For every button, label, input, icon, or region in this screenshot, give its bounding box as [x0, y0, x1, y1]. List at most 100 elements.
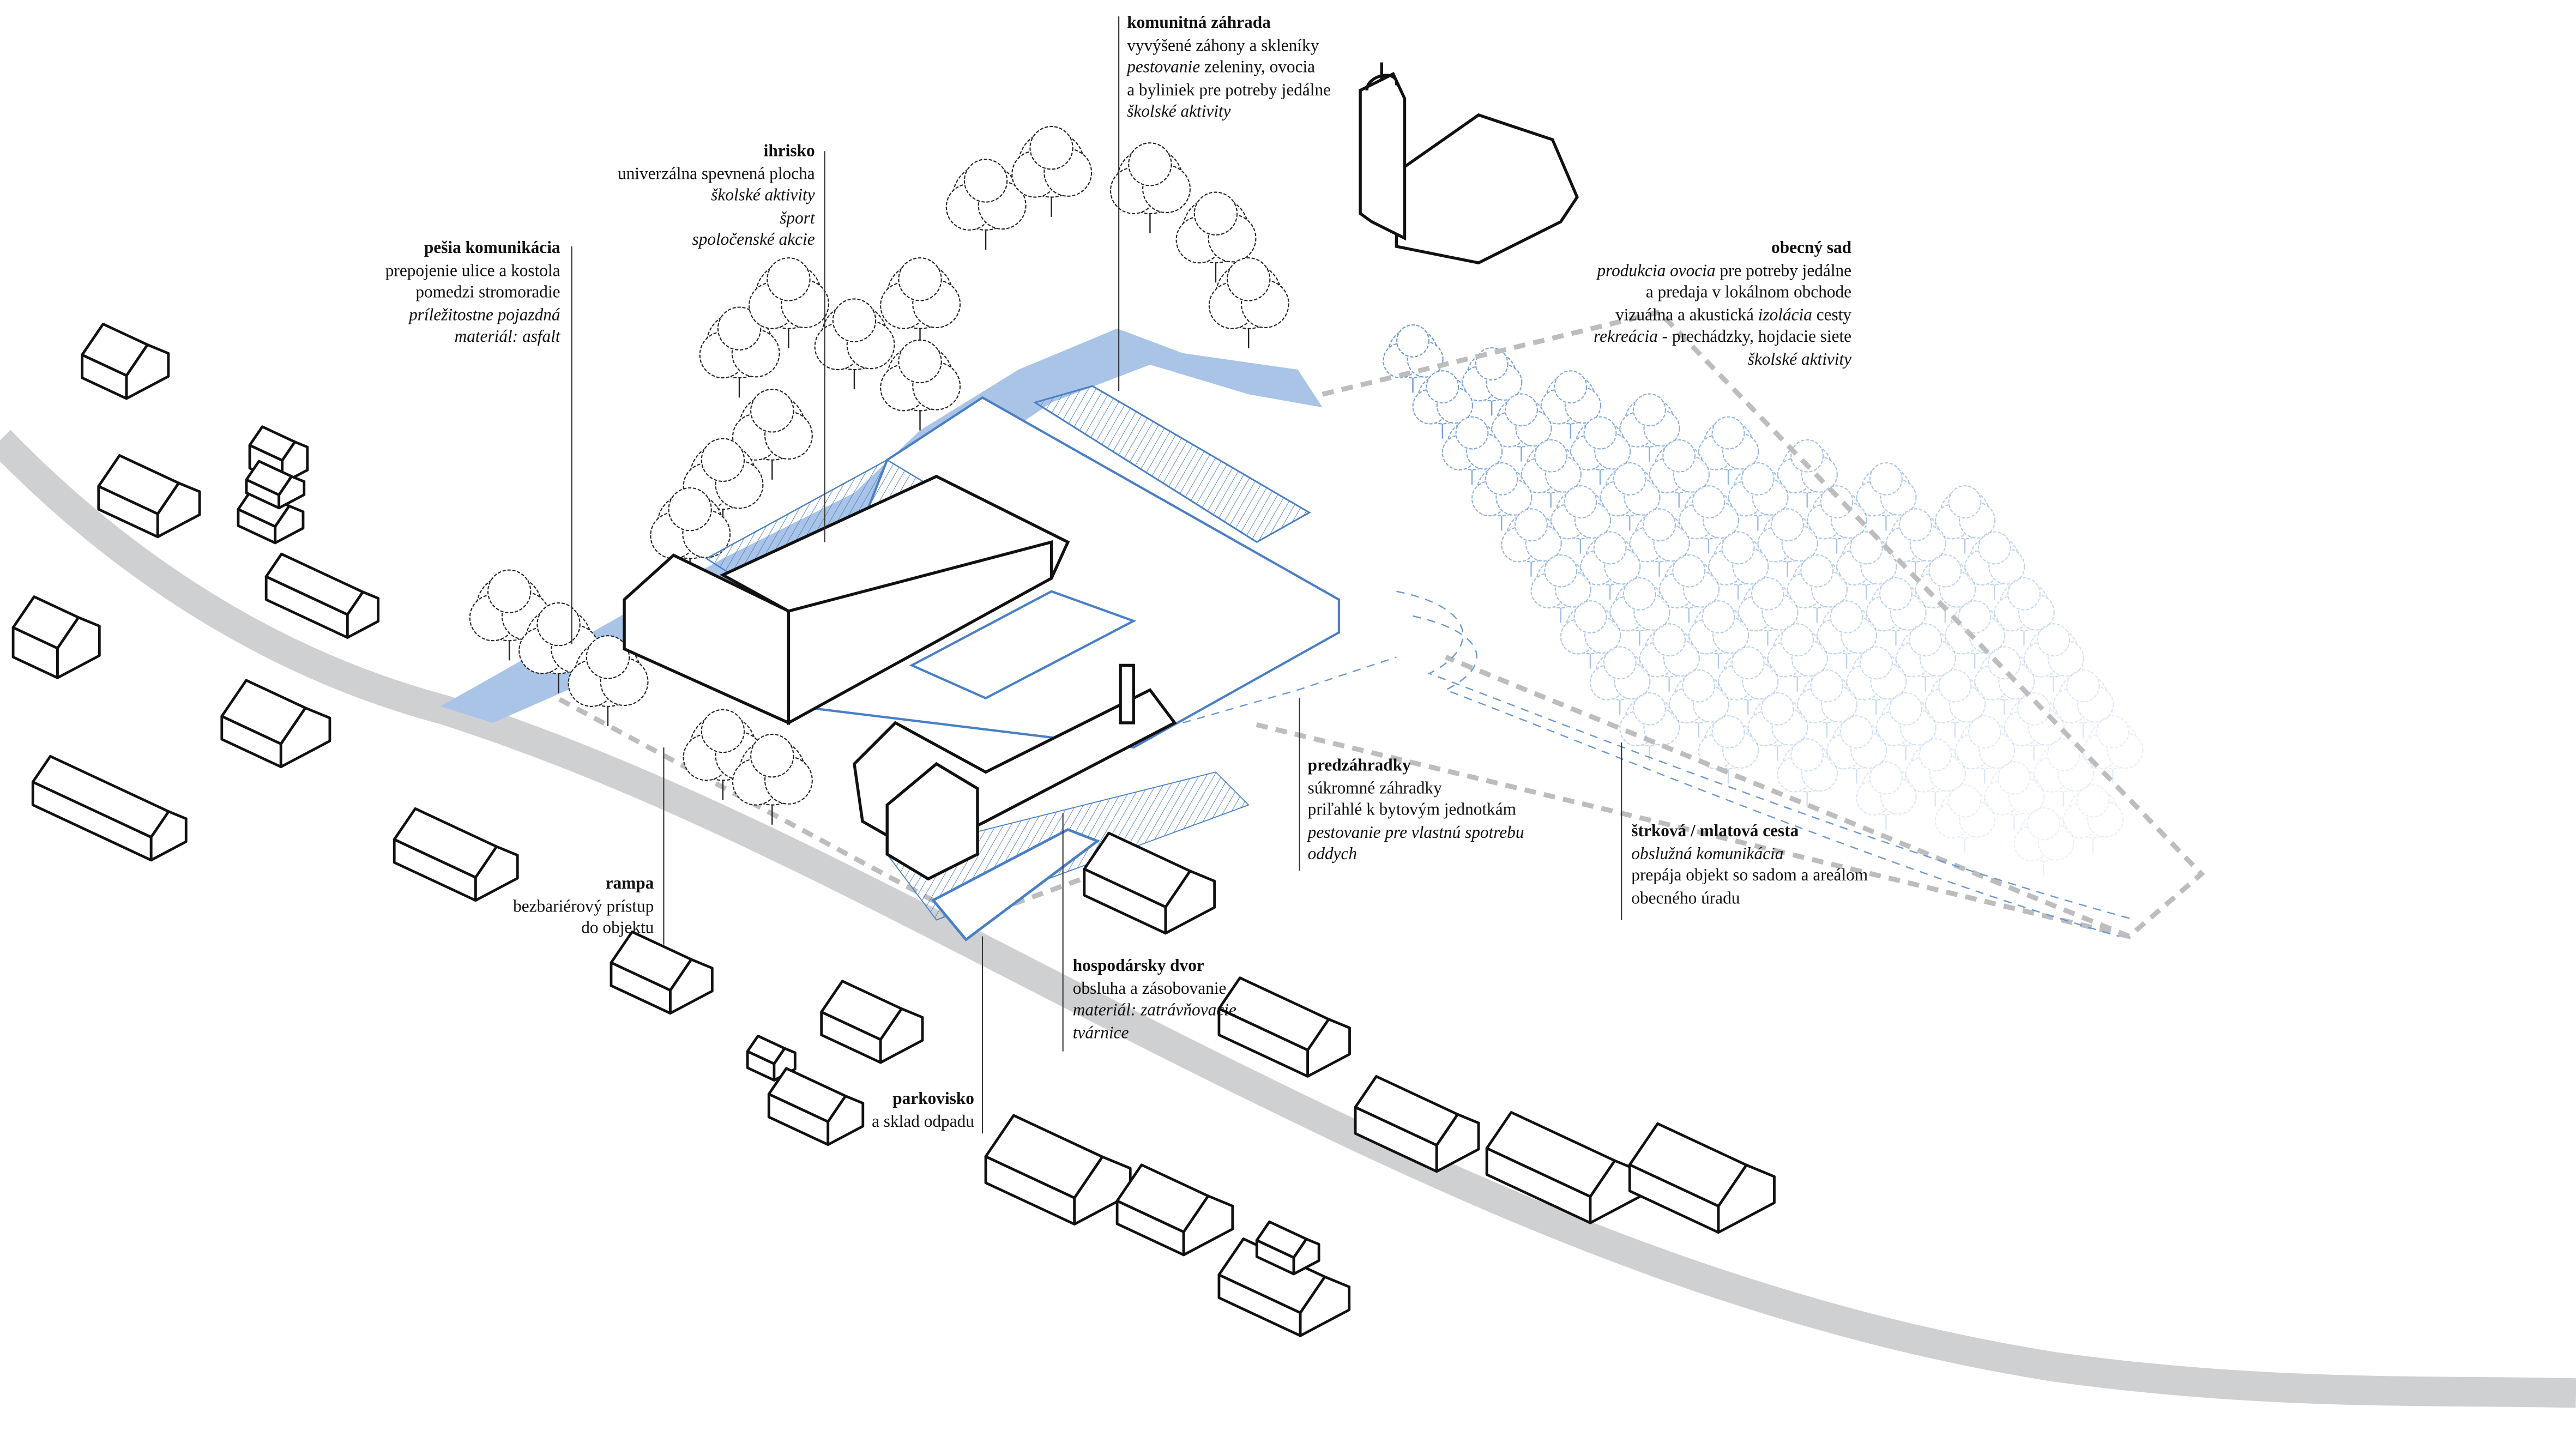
tree-icon: [1856, 761, 1917, 830]
tree-icon: [1639, 623, 1700, 692]
label-line: prepája objekt so sadom a areálom: [1631, 866, 1868, 889]
label-text: obsluha a zásobovanie: [1072, 980, 1227, 998]
house-icon: [11, 595, 101, 679]
label-line: tvárnice: [1073, 1023, 1236, 1046]
label-text: prepája objekt so sadom a areálom: [1631, 867, 1868, 886]
tree-icon: [1412, 370, 1473, 439]
label-line: obecného úradu: [1631, 889, 1868, 911]
label-line: a byliniek pre potreby jedálne: [1127, 80, 1331, 102]
label-text: oddych: [1307, 847, 1358, 865]
tree-icon: [1658, 554, 1720, 623]
tree-icon: [1208, 257, 1289, 348]
label-line: školské aktivity: [1594, 350, 1851, 372]
tree-icon: [1954, 715, 2016, 784]
label-line: šport: [618, 208, 815, 231]
tree-icon: [1619, 393, 1680, 462]
label-title: rampa: [605, 876, 654, 894]
label-title: parkovisko: [892, 1090, 974, 1109]
tree-icon: [880, 339, 961, 431]
label-line: príležitostne pojazdná: [385, 305, 560, 328]
tree-icon: [1994, 577, 2055, 646]
tree-icon: [1925, 669, 1986, 738]
label-line: univerzálna spevnená plocha: [618, 164, 815, 186]
label-line: pestovanie pre vlastnú spotrebu: [1308, 823, 1524, 845]
label-text: bezbariérový prístup: [513, 898, 654, 916]
label-text: obslužná komunikácia: [1631, 845, 1784, 864]
tree-icon: [1836, 531, 1897, 600]
tree-icon: [1964, 531, 2025, 600]
tree-icon: [1540, 370, 1602, 439]
tree-icon: [1934, 485, 1996, 554]
tree-icon: [1599, 462, 1661, 531]
label-text: produkcia ovocia: [1597, 262, 1716, 281]
house-icon: [984, 1114, 1132, 1225]
label-line: oddych: [1308, 845, 1524, 867]
label-line: a predaja v lokálnom obchode: [1594, 283, 1851, 305]
house-icon: [393, 807, 519, 902]
tree-icon: [1678, 485, 1740, 554]
label-line: vyvýšené záhony a skleníky: [1127, 35, 1331, 58]
tree-icon: [1649, 439, 1710, 508]
tree-icon: [518, 602, 600, 693]
tree-icon: [814, 298, 895, 390]
tree-icon: [1885, 508, 1946, 577]
tree-icon: [2004, 692, 2065, 761]
main-school-building: [623, 474, 1177, 881]
tree-icon: [880, 257, 961, 348]
house-icon: [1083, 831, 1216, 935]
house-icon: [1217, 1237, 1351, 1337]
house-icon: [1115, 1163, 1234, 1257]
tree-icon: [732, 733, 813, 825]
tree-icon: [1787, 554, 1848, 623]
tree-icon: [1806, 485, 1868, 554]
tree-icon: [1175, 191, 1257, 283]
label-leader-lines: [571, 16, 1622, 1134]
tree-icon: [1471, 462, 1533, 531]
label-line: školské aktivity: [618, 186, 815, 208]
tree-icon: [1905, 738, 1966, 807]
label-line: materiál: asfalt: [385, 328, 560, 350]
label-text: priľahlé k bytovým jednotkám: [1307, 802, 1516, 820]
village-houses: [11, 322, 1776, 1337]
label-text: vizuálna a akustická: [1615, 306, 1758, 325]
label-line: pestovanie zeleniny, ovocia: [1127, 58, 1331, 80]
tree-icon: [2013, 807, 2074, 876]
label-text: materiál: asfalt: [454, 329, 560, 347]
label-title: komunitná záhrada: [1127, 15, 1271, 33]
tree-icon: [1589, 646, 1651, 715]
tree-canopy: [469, 125, 1289, 858]
tree-icon: [1747, 692, 1808, 761]
label-text: tvárnice: [1072, 1024, 1129, 1043]
label-line: materiál: zatrávňovacie: [1073, 1001, 1236, 1023]
tree-icon: [1698, 416, 1759, 485]
tree-icon: [568, 635, 649, 726]
tree-icon: [1796, 669, 1858, 738]
tree-icon: [1757, 508, 1818, 577]
label-title: predzáhradky: [1307, 757, 1411, 776]
label-text: príležitostne pojazdná: [409, 306, 560, 325]
tree-icon: [1629, 508, 1690, 577]
label-text: spoločenské akcie: [692, 232, 815, 251]
tree-icon: [1826, 715, 1887, 784]
tree-icon: [1895, 623, 1956, 692]
label-text: školské aktivity: [1127, 104, 1231, 123]
tree-icon: [749, 257, 830, 348]
label-line: pomedzi stromoradie: [385, 283, 560, 305]
label-line: školské aktivity: [1127, 102, 1331, 125]
label-text: súkromné záhradky: [1307, 780, 1442, 798]
tree-icon: [1441, 416, 1503, 485]
tree-icon: [1521, 439, 1582, 508]
tree-icon: [1777, 738, 1838, 807]
house-icon: [220, 679, 331, 769]
label-line: bezbariérový prístup: [513, 896, 654, 919]
house-icon: [245, 460, 306, 510]
church: [1359, 62, 1579, 264]
gravel-path-dashed: [1183, 590, 2136, 937]
label-text: cesty: [1812, 306, 1852, 325]
house-icon: [610, 930, 714, 1015]
